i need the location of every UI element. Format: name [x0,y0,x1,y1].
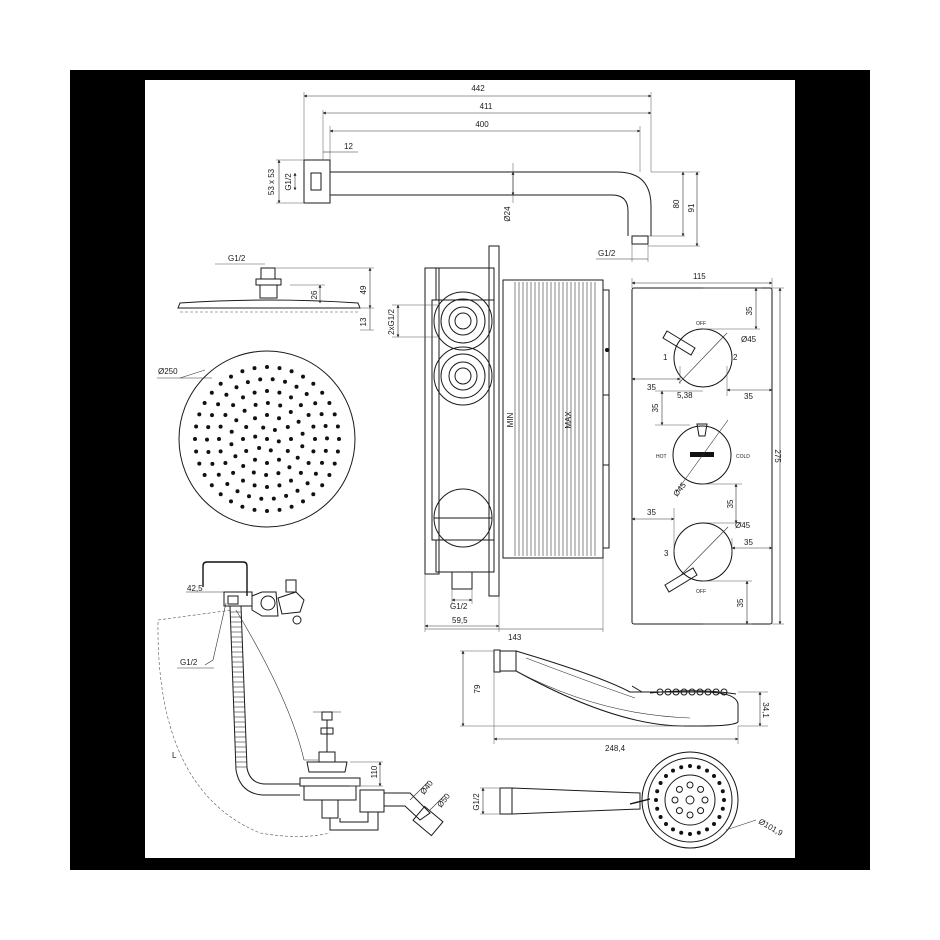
plate-dim-5-38-label: 5,38 [677,391,693,400]
mixer-body: MIN MAX 2xG1/2 G1/2 59,5 143 [387,245,610,642]
plate-dia-45-mid-label: Ø45 [671,480,688,498]
shower-arm-drawing: 442 411 400 12 53 x 53 G1/2 Ø24 80 91 G1… [267,84,700,262]
dim-53x53-label: 53 x 53 [267,168,276,195]
head-nut [260,267,276,280]
dim-411-label: 411 [480,102,493,111]
plate-dia-45-bottom-label: Ø45 [735,521,751,530]
hand-dim-34-1-label: 34,1 [761,702,770,718]
box-dim-59-5-label: 59,5 [452,616,468,625]
hand-dim-248-4-label: 248,4 [605,744,626,753]
label-position-3: 3 [664,549,669,558]
trim-plate: 115 275 OFF 1 2 Ø45 35 35 5,38 35 35 HOT… [631,272,784,625]
hand-dia-101-9-label: Ø101,9 [757,817,785,838]
arm-tube-top [330,171,652,236]
hand-g12-label: G1/2 [472,793,481,811]
plate-dim-35-left-bottom-label: 35 [647,508,656,517]
label-min: MIN [506,412,515,427]
head-plate [177,299,361,309]
hand-shower-side: 79 34,1 248,4 [460,649,770,753]
dim-g12-arm-label: G1/2 [284,173,293,191]
box-g12-label: G1/2 [450,602,468,611]
filler-spout [202,561,248,596]
label-position-1: 1 [663,353,668,362]
arm-outlet [631,235,649,245]
label-off-bottom: OFF [696,589,706,595]
shower-head-front: Ø250 [157,350,356,528]
filler-dia-50-label: Ø50 [435,791,452,809]
filler-hose [230,611,247,768]
label-cold: COLD [736,454,750,460]
plate-dim-275-label: 275 [773,449,782,463]
dim-442-label: 442 [471,84,485,93]
hand-shower-nozzles-side [656,688,728,696]
connector-top [433,291,493,351]
thermostat-indicator [696,423,708,437]
connector-middle [433,346,493,406]
filler-dim-42-5-label: 42,5 [187,584,203,593]
plate-outline [631,287,773,625]
plate-dim-35-lower-label: 35 [726,499,735,508]
bath-filler: 110 Ø40 Ø50 42,5 G1/2 L [157,561,452,837]
filler-dia-40-label: Ø40 [418,778,435,796]
box-conn-label: 2xG1/2 [387,309,396,335]
knob-lever-top[interactable] [662,330,696,356]
label-position-2: 2 [733,353,738,362]
dim-400-label: 400 [475,120,489,129]
dim-g12-outlet-label: G1/2 [598,249,616,258]
dim-24-label: Ø24 [503,206,512,222]
arm-tube-bottom [330,194,629,236]
head-dia-250-label: Ø250 [158,367,178,376]
label-hot: HOT [656,454,667,460]
hand-shower-front: G1/2 Ø101,9 [472,751,785,849]
plate-dim-35-bottom-label: 35 [736,598,745,607]
plate-dim-35-mid-label: 35 [651,403,660,412]
plate-dim-35-right-label: 35 [744,392,753,401]
shower-head-side: G1/2 49 26 13 [177,254,374,331]
thermostat-scale [690,452,714,457]
head-g12-label: G1/2 [228,254,246,263]
plate-dim-115-label: 115 [693,272,706,281]
wall-flange [303,159,331,204]
head-dim-26-label: 26 [310,290,319,299]
hand-shower-nozzles-front [654,764,726,836]
plate-dim-35-left-label: 35 [647,383,656,392]
head-face [178,350,356,528]
spray-selector[interactable] [629,798,651,805]
filler-dim-110-label: 110 [370,765,379,778]
head-nozzles [193,365,341,513]
plate-dia-45-top-label: Ø45 [741,335,757,344]
plate-dim-35-top-label: 35 [745,306,754,315]
arm-connector [310,172,322,191]
knob-lever-bottom[interactable] [664,567,698,593]
head-dim-49-label: 49 [359,285,368,294]
dim-12-label: 12 [344,142,353,151]
label-off-top: OFF [696,321,706,327]
hand-shower-handle [511,787,641,815]
hand-dim-79-label: 79 [473,684,482,693]
hand-shower-body-side [515,650,739,727]
box-dim-143-label: 143 [508,633,522,642]
head-dim-13-label: 13 [359,317,368,326]
dim-80-label: 80 [672,199,681,208]
dim-91-label: 91 [687,203,696,212]
label-max: MAX [564,411,573,429]
filler-valve [251,591,279,617]
filler-g12-label: G1/2 [180,658,198,667]
plate-dim-35-right-bottom-label: 35 [744,538,753,547]
filler-L-label: L [172,751,177,760]
cartridge-ribs [514,282,596,556]
